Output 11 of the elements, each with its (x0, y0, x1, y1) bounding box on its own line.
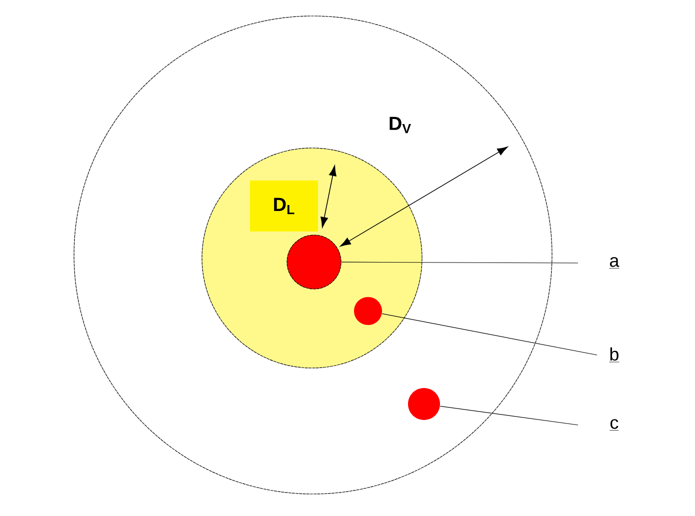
leader-line (382, 313, 598, 356)
part-label: b (609, 347, 620, 362)
label-box: D$_{L}$ (250, 180, 318, 232)
leader-line (440, 406, 578, 426)
dimension-label: D$_{V}$ (390, 116, 411, 134)
small-dot (408, 388, 440, 420)
part-label: a (609, 257, 620, 269)
part-label: c (610, 419, 619, 431)
small-dot (354, 297, 382, 325)
leader-line (341, 262, 578, 264)
center-dot (286, 234, 342, 290)
